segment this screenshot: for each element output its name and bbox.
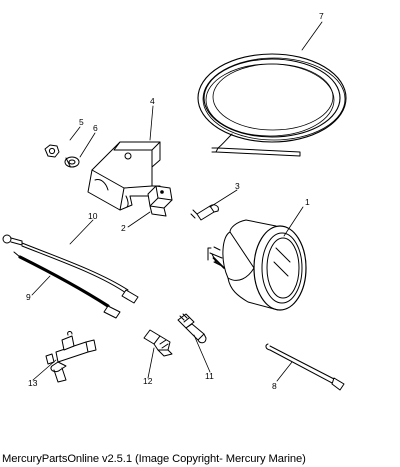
jumper-wire (2, 234, 139, 304)
lock-washer (64, 156, 80, 168)
callout-12: 12 (143, 376, 153, 386)
callout-8: 8 (272, 381, 277, 391)
copyright-footer: MercuryPartsOnline v2.5.1 (Image Copyrig… (2, 453, 306, 465)
black-harness (13, 251, 121, 319)
callout-7: 7 (319, 11, 324, 21)
callout-1: 1 (305, 197, 310, 207)
connector-plug (147, 185, 173, 217)
callout-2: 2 (121, 223, 126, 233)
callout-11: 11 (205, 371, 214, 381)
callout-6: 6 (93, 123, 98, 133)
callout-9: 9 (26, 292, 31, 302)
callout-13: 13 (28, 378, 38, 388)
tee-fitting (45, 331, 97, 383)
elbow-fitting (143, 329, 173, 357)
hex-nut (44, 144, 60, 158)
callout-4: 4 (150, 96, 155, 106)
cable-tie (265, 343, 345, 391)
lamp-bulb (190, 204, 219, 221)
mounting-bracket (87, 141, 161, 211)
callout-3: 3 (235, 181, 240, 191)
leader-lines (31, 21, 323, 382)
callout-5: 5 (79, 117, 84, 127)
callout-labels: 1 2 3 4 5 6 7 8 9 10 11 12 13 (26, 11, 324, 391)
wire-coil (197, 53, 347, 157)
callout-10: 10 (88, 211, 98, 221)
gauge (207, 219, 307, 311)
fitting-11 (177, 313, 207, 344)
